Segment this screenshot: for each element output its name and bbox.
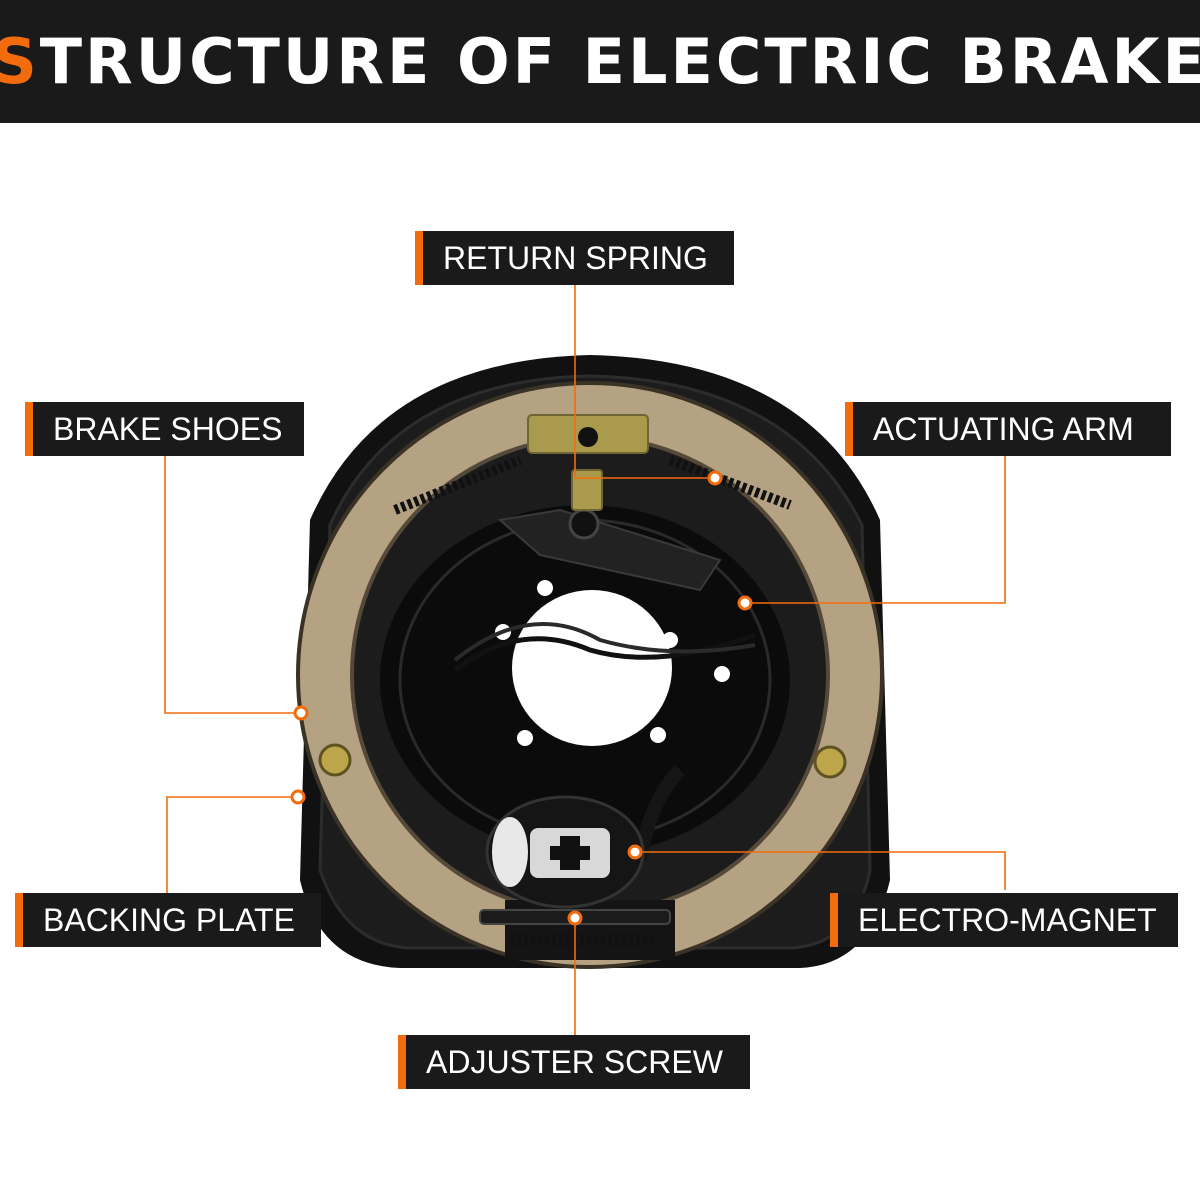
callout-actuating-arm: ACTUATING ARM — [845, 402, 1171, 456]
return-spring-dot — [707, 470, 723, 486]
anchor-post — [571, 469, 603, 511]
arm-pivot — [568, 508, 600, 540]
page-title: STRUCTURE OF ELECTRIC BRAKE — [0, 25, 1200, 98]
callout-electro-magnet: ELECTRO-MAGNET — [830, 893, 1178, 947]
actuating-arm-leader — [745, 456, 1006, 604]
return-spring — [668, 455, 792, 510]
bolt-hole — [662, 632, 678, 648]
brake-shoes-dot — [293, 705, 309, 721]
anchor-pin — [578, 427, 598, 447]
brake-shoe-edge — [296, 381, 884, 969]
callout-return-spring: RETURN SPRING — [415, 231, 734, 285]
bolt-hole — [537, 580, 553, 596]
return-spring-leader — [574, 285, 715, 479]
leader-dots — [290, 470, 753, 926]
bolt-hole — [517, 730, 533, 746]
adjuster-screw-dot — [567, 910, 583, 926]
backing-plate-leader — [166, 796, 298, 893]
electro-magnet-leader — [635, 851, 1006, 890]
title-rest: TRUCTURE OF ELECTRIC BRAKE — [39, 25, 1200, 98]
callout-backing-plate: BACKING PLATE — [15, 893, 321, 947]
wire — [453, 622, 756, 662]
title-banner: STRUCTURE OF ELECTRIC BRAKE — [0, 0, 1200, 123]
electro-magnet-dot — [627, 844, 643, 860]
electro-magnet-cross — [550, 836, 590, 870]
hub-hole — [512, 590, 672, 746]
backing-plate-dot — [290, 789, 306, 805]
callout-adjuster-screw: ADJUSTER SCREW — [398, 1035, 750, 1089]
title-first-letter: S — [0, 25, 40, 98]
hold-down-stud — [813, 745, 847, 779]
electro-magnet-ring — [492, 817, 528, 887]
actuating-arm — [497, 508, 722, 592]
return-spring — [393, 455, 522, 515]
bolt-hole — [650, 727, 666, 743]
brake-shoes-leader — [164, 456, 300, 714]
hold-down-stud — [318, 743, 352, 777]
callout-brake-shoes: BRAKE SHOES — [25, 402, 304, 456]
leader-lines — [164, 285, 1006, 1035]
bolt-hole — [714, 666, 730, 682]
actuating-arm-dot — [737, 595, 753, 611]
